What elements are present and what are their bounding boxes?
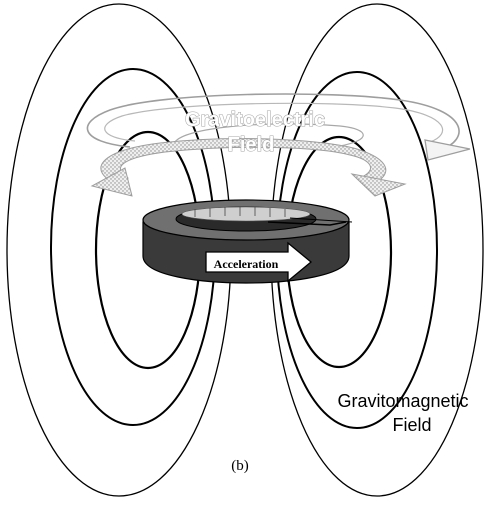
ring-grooves (194, 207, 286, 217)
gravitomagnetic-label-line2: Field (392, 415, 431, 435)
swirl-outer-loop-inner-edge (104, 102, 444, 143)
gravitoelectric-label-line2: Field (228, 134, 275, 156)
acceleration-arrow-shape (205, 241, 313, 283)
swirl-dotted-arrowhead (350, 173, 407, 197)
ring-inner-wall-highlight (181, 206, 311, 222)
swirl-left-arrowhead (90, 167, 133, 197)
swirl-upper-loop (174, 123, 364, 147)
ring-rotation-arrow-line (289, 217, 353, 223)
panel-label: (b) (231, 458, 249, 474)
acceleration-arrow: Acceleration (205, 241, 313, 283)
acceleration-label: Acceleration (214, 257, 279, 271)
gravitomagnetic-label-line1: Gravitomagnetic (337, 391, 468, 411)
gravitoelectric-field-swirl (86, 93, 471, 197)
swirl-outer-loop (86, 93, 460, 151)
swirl-arrowhead-right (424, 139, 471, 161)
ring-rotation-arrow (267, 221, 347, 226)
gravitoelectric-label-line1: Gravitoelectric (185, 109, 325, 131)
